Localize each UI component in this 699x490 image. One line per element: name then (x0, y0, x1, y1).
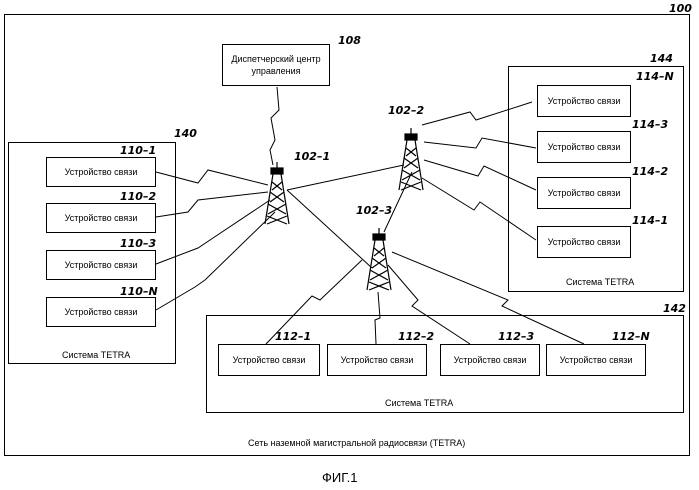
base-station-tower-icon[interactable] (364, 226, 394, 292)
device-110-2[interactable]: Устройство связи (46, 203, 156, 233)
device-114-2[interactable]: Устройство связи (537, 177, 631, 209)
device-112-1-ref: 112–1 (275, 330, 311, 343)
device-114-N[interactable]: Устройство связи (537, 85, 631, 117)
site-2-ref: 102–2 (388, 104, 424, 117)
device-112-3[interactable]: Устройство связи (440, 344, 540, 376)
base-station-tower-icon[interactable] (396, 126, 426, 192)
dispatch-center-box[interactable]: Диспетчерский центр управления (222, 44, 330, 86)
site-1-ref: 102–1 (294, 150, 330, 163)
dispatch-ref: 108 (338, 34, 361, 47)
site-3-ref: 102–3 (356, 204, 392, 217)
device-110-N-ref: 110–N (120, 285, 158, 298)
device-114-N-ref: 114–N (636, 70, 674, 83)
device-114-3[interactable]: Устройство связи (537, 131, 631, 163)
device-110-3-ref: 110–3 (120, 237, 156, 250)
device-114-1[interactable]: Устройство связи (537, 226, 631, 258)
device-114-1-ref: 114–1 (632, 214, 668, 227)
device-110-1-ref: 110–1 (120, 144, 156, 157)
device-110-1[interactable]: Устройство связи (46, 157, 156, 187)
device-110-3[interactable]: Устройство связи (46, 250, 156, 280)
device-112-N[interactable]: Устройство связи (546, 344, 646, 376)
device-112-2-ref: 112–2 (398, 330, 434, 343)
device-112-3-ref: 112–3 (498, 330, 534, 343)
device-112-1[interactable]: Устройство связи (218, 344, 320, 376)
device-112-2[interactable]: Устройство связи (327, 344, 427, 376)
device-114-3-ref: 114–3 (632, 118, 668, 131)
device-112-N-ref: 112–N (612, 330, 650, 343)
device-114-2-ref: 114–2 (632, 165, 668, 178)
dispatch-center-label: Диспетчерский центр управления (227, 53, 325, 77)
figure-caption: ФИГ.1 (322, 470, 358, 485)
network-label: Сеть наземной магистральной радиосвязи (… (248, 438, 465, 448)
device-110-2-ref: 110–2 (120, 190, 156, 203)
base-station-tower-icon[interactable] (262, 160, 292, 226)
device-110-N[interactable]: Устройство связи (46, 297, 156, 327)
